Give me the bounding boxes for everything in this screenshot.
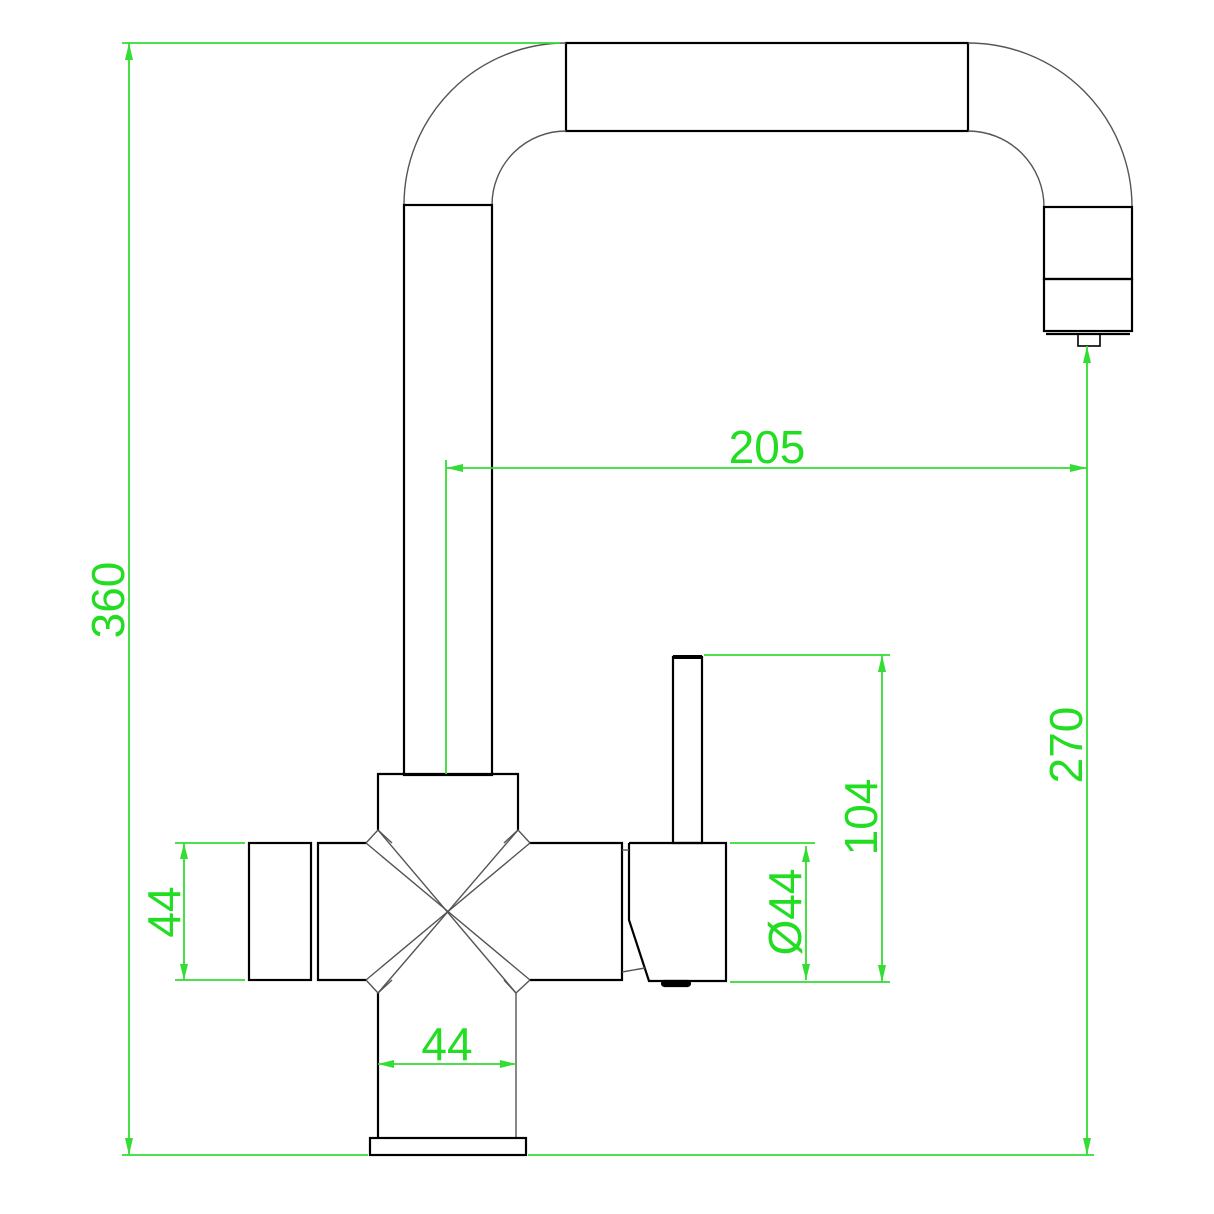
dim-left-body-label: 44 xyxy=(138,886,190,937)
body-cross-lines xyxy=(365,829,531,994)
right-body xyxy=(530,841,624,982)
spout-right-bend-inner xyxy=(967,130,1045,208)
dimension-lines xyxy=(122,42,1094,1156)
spout-right-bend xyxy=(967,42,1133,208)
left-body xyxy=(316,841,366,982)
dim-overall-height-label: 360 xyxy=(82,562,134,639)
base-plate xyxy=(368,1136,528,1157)
handle-housing xyxy=(627,841,728,983)
lever-handle-cap xyxy=(673,655,702,659)
spout-head-lower xyxy=(1042,277,1134,333)
left-end-cap xyxy=(247,841,313,982)
handle-housing-joint-bottom xyxy=(621,967,646,973)
spout-left-bend xyxy=(403,42,567,206)
dim-spout-reach-label: 205 xyxy=(729,421,806,473)
handle-button xyxy=(660,979,692,988)
dim-handle-height-label: 104 xyxy=(835,779,887,856)
lever-handle xyxy=(671,655,704,845)
spout-top-section xyxy=(564,41,970,133)
spout-left-bend-inner xyxy=(491,130,567,206)
dim-base-width-label: 44 xyxy=(421,1018,472,1070)
tap-outline xyxy=(247,41,1134,1157)
body-top-collar xyxy=(376,772,520,830)
riser-tube xyxy=(402,203,494,777)
spout-head-upper xyxy=(1042,205,1134,281)
dim-spout-height-label: 270 xyxy=(1040,707,1092,784)
spout-aerator xyxy=(1077,333,1101,347)
dim-body-diameter-label: Ø44 xyxy=(759,869,811,956)
